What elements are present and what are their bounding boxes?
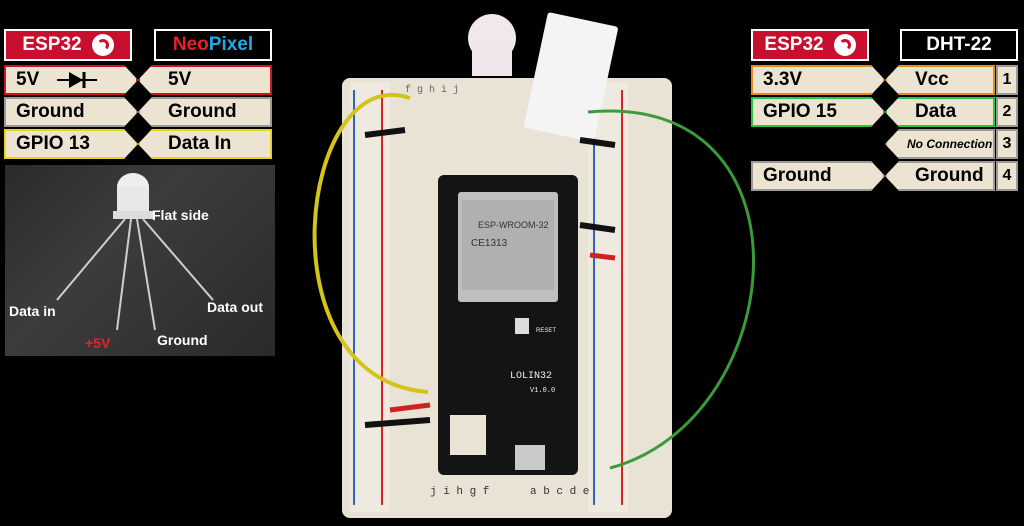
dht-row-data: Data <box>885 97 995 127</box>
ce-label: CE1313 <box>471 238 508 249</box>
np-ground-label: Ground <box>168 101 237 122</box>
green-wire <box>587 109 755 470</box>
dht22-label: DHT-22 <box>926 34 992 55</box>
bb-bottom-left: j i h g f <box>430 486 489 498</box>
pin-number-4-text: 4 <box>1002 167 1012 184</box>
right-row-gpio15: GPIO 15 <box>751 97 885 127</box>
dht-ground-label: Ground <box>915 165 984 186</box>
espressif-logo-icon <box>91 34 114 56</box>
espressif-logo-icon-right <box>833 34 856 56</box>
bb-bottom-right: a b c d e <box>530 486 589 498</box>
neopixel-row-datain: Data In <box>138 129 272 159</box>
rgb-led-icon <box>56 173 214 331</box>
dht-row-vcc: Vcc <box>885 65 995 95</box>
esp32-label: ESP32 <box>22 34 82 55</box>
right-ground-label: Ground <box>763 165 832 186</box>
dht-data-label: Data <box>915 101 957 122</box>
version-label: V1.0.0 <box>530 387 555 395</box>
pin-number-2: 2 <box>996 97 1018 127</box>
np-5v-label: 5V <box>168 69 192 90</box>
pin-number-4: 4 <box>996 161 1018 191</box>
plus5v-label: +5V <box>85 335 111 351</box>
reset-label: RESET <box>536 328 556 334</box>
dht-row-noconnection: No Connection <box>885 129 995 159</box>
data-out-label: Data out <box>207 299 263 315</box>
dht22-header: DHT-22 <box>900 29 1018 61</box>
dht-nc-label: No Connection <box>907 137 993 151</box>
right-row-ground: Ground <box>751 161 885 191</box>
diode-icon <box>57 70 97 90</box>
right-3v3-label: 3.3V <box>763 69 803 90</box>
neopixel-row-5v: 5V <box>138 65 272 95</box>
pin-number-2-text: 2 <box>1002 103 1012 120</box>
brand-label: LOLIN32 <box>510 371 552 382</box>
led-pinout-photo: Flat side Data in +5V Ground Data out <box>5 165 275 356</box>
flat-side-label: Flat side <box>152 207 209 223</box>
esp32-header-left: ESP32 <box>4 29 132 61</box>
left-row-ground: Ground <box>4 97 138 127</box>
left-row-gpio13: GPIO 13 <box>4 129 138 159</box>
right-gpio15-label: GPIO 15 <box>763 101 837 122</box>
pin-number-1-text: 1 <box>1002 71 1012 88</box>
esp32-label-right: ESP32 <box>764 34 824 55</box>
data-in-label: Data in <box>9 303 56 319</box>
left-row-5v: 5V <box>4 65 138 95</box>
np-datain-label: Data In <box>168 133 232 154</box>
pin-number-1: 1 <box>996 65 1018 95</box>
ground-label: Ground <box>157 332 208 348</box>
module-label: ESP-WROOM-32 <box>478 220 549 230</box>
neopixel-row-ground: Ground <box>138 97 272 127</box>
esp32-header-right: ESP32 <box>751 29 869 61</box>
left-5v-label: 5V <box>16 69 40 90</box>
bb-top-letters: f g h i j <box>405 84 459 96</box>
neopixel-pixel: Pixel <box>208 34 254 55</box>
pin-number-3-text: 3 <box>1002 135 1012 152</box>
neopixel-neo: Neo <box>172 34 209 55</box>
pin-number-3: 3 <box>996 129 1018 159</box>
dht-vcc-label: Vcc <box>915 69 949 90</box>
left-gpio13-label: GPIO 13 <box>16 133 90 154</box>
left-ground-label: Ground <box>16 101 85 122</box>
right-row-3v3: 3.3V <box>751 65 885 95</box>
breadboard-photo: ESP-WROOM-32 CE1313 LOLIN32 V1.0.0 RESET… <box>312 12 672 518</box>
dht-row-ground: Ground <box>885 161 995 191</box>
